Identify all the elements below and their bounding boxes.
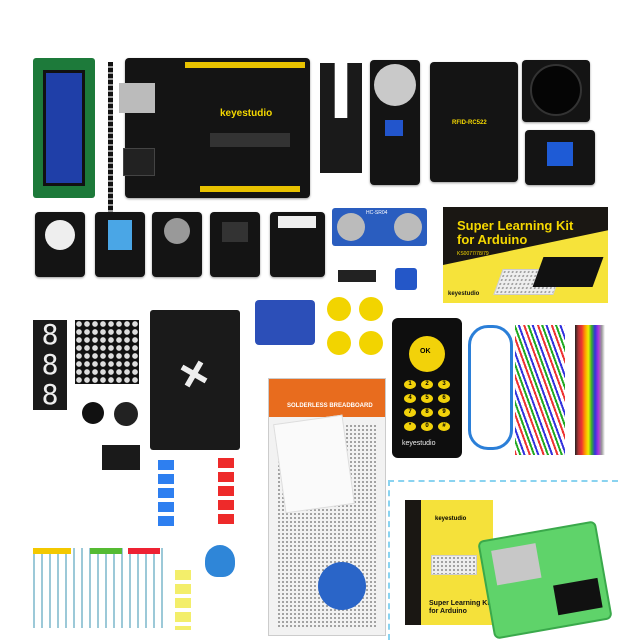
remote-key: 7 xyxy=(404,408,416,417)
stepper-motor xyxy=(318,562,366,610)
remote-key: 6 xyxy=(438,394,450,403)
jumper-wires xyxy=(515,325,565,455)
package-frame xyxy=(388,480,618,640)
lcd-module xyxy=(33,58,95,198)
resistors xyxy=(33,548,163,628)
soil-sensor xyxy=(320,63,362,173)
push-buttons xyxy=(325,295,385,365)
remote-key: 9 xyxy=(438,408,450,417)
remote-key: 8 xyxy=(421,408,433,417)
dupont-wires xyxy=(575,325,605,455)
remote-key: * xyxy=(404,422,416,431)
remote-key: 2 xyxy=(421,380,433,389)
joystick-module xyxy=(522,60,590,122)
red-leds xyxy=(218,458,234,528)
ir-remote: OK 1 2 3 4 5 6 7 8 9 * 0 # keyestudio xyxy=(392,318,462,458)
remote-key: # xyxy=(438,422,450,431)
rtc-module xyxy=(152,212,202,277)
rfid-keyfob xyxy=(205,545,235,577)
ic-chip xyxy=(338,270,376,282)
usb-cable xyxy=(468,325,513,450)
buzzer xyxy=(82,402,104,424)
arduino-board: keyestudio xyxy=(119,58,310,198)
dht11-sensor xyxy=(95,212,145,277)
breadboard-label: SOLDERLESS BREADBOARD xyxy=(287,403,373,409)
sensor-module xyxy=(210,212,260,277)
seven-segment-1digit xyxy=(102,445,140,470)
remote-ok-key: OK xyxy=(420,348,431,355)
led-matrix xyxy=(75,320,139,384)
relay-module xyxy=(525,130,595,185)
servo-motor xyxy=(255,300,315,345)
battery-holder xyxy=(150,310,240,450)
blue-leds xyxy=(158,460,174,530)
rfid-label: RFID-RC522 xyxy=(452,120,487,126)
gas-sensor xyxy=(370,60,420,185)
ultrasonic-sensor: HC-SR04 xyxy=(332,208,427,246)
remote-key: 4 xyxy=(404,394,416,403)
yellow-leds xyxy=(175,570,191,630)
storage-case xyxy=(477,520,613,640)
potentiometer xyxy=(395,268,417,290)
remote-brand: keyestudio xyxy=(402,440,436,447)
pin-header xyxy=(108,62,113,247)
remote-key: 3 xyxy=(438,380,450,389)
resistor-tape xyxy=(128,548,160,554)
resistor-tape xyxy=(90,548,122,554)
remote-key: 0 xyxy=(421,422,433,431)
rfid-module: RFID-RC522 xyxy=(430,62,518,182)
motor-driver-module xyxy=(270,212,325,277)
ultrasonic-label: HC-SR04 xyxy=(366,210,388,216)
retail-box-model: KS0077/78/79 xyxy=(457,251,489,257)
retail-box-brand: keyestudio xyxy=(448,291,480,297)
remote-key: 5 xyxy=(421,394,433,403)
remote-key: 1 xyxy=(404,380,416,389)
pir-sensor xyxy=(35,212,85,277)
resistor-tape xyxy=(33,548,71,554)
buzzer-passive xyxy=(114,402,138,426)
package-brand: keyestudio xyxy=(435,516,467,522)
mainboard-brand: keyestudio xyxy=(220,108,273,119)
